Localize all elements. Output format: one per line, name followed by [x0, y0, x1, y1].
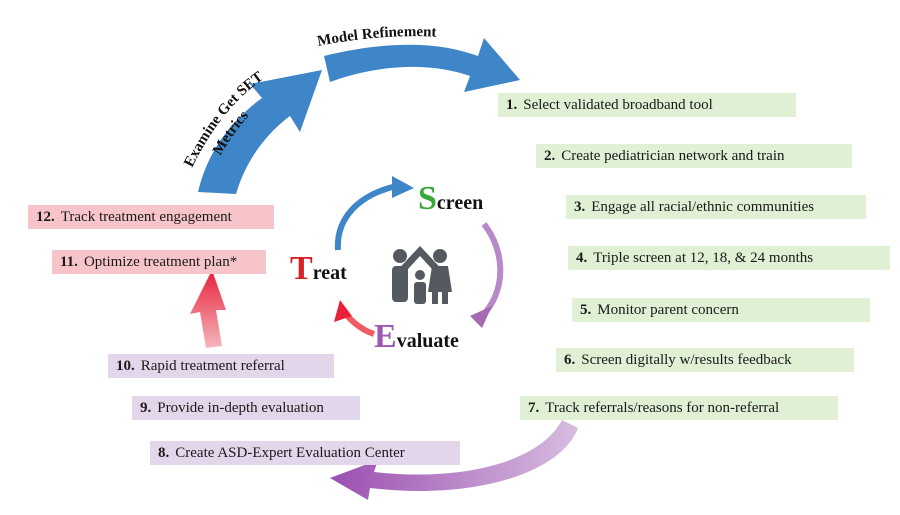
cycle-arrow-head-blue	[392, 176, 414, 198]
evaluate-letter: E	[374, 318, 397, 355]
refinement-arrow-top	[324, 38, 520, 92]
treat-word: Treat	[290, 250, 347, 288]
refinement-arrow-left	[198, 70, 322, 194]
step-2: 2.Create pediatrician network and train	[536, 144, 852, 168]
step-8: 8.Create ASD-Expert Evaluation Center	[150, 441, 460, 465]
evaluate-rest: valuate	[396, 330, 459, 352]
step-4: 4.Triple screen at 12, 18, & 24 months	[568, 246, 890, 270]
screen-rest: creen	[436, 192, 484, 214]
treat-rest: reat	[312, 262, 347, 284]
step-5: 5.Monitor parent concern	[572, 298, 870, 322]
step-10: 10.Rapid treatment referral	[108, 354, 334, 378]
step-12: 12.Track treatment engagement	[28, 205, 274, 229]
evaluate-word: Evaluate	[374, 318, 459, 356]
screen-letter: S	[418, 180, 437, 217]
cycle-arrow-head-purple	[470, 306, 492, 328]
cycle-arrow-treat-to-screen	[334, 183, 397, 251]
treat-letter: T	[290, 250, 313, 287]
step-7: 7.Track referrals/reasons for non-referr…	[520, 396, 838, 420]
treatment-red-arrow	[190, 270, 226, 348]
bottom-purple-arrow	[330, 420, 578, 500]
cycle-arrow-head-red	[334, 300, 352, 322]
cycle-arrow-screen-to-evaluate	[479, 222, 504, 319]
screen-word: Screen	[418, 180, 483, 218]
step-6: 6.Screen digitally w/results feedback	[556, 348, 854, 372]
step-11: 11.Optimize treatment plan*	[52, 250, 266, 274]
family-icon	[392, 246, 452, 304]
step-9: 9.Provide in-depth evaluation	[132, 396, 360, 420]
step-1: 1.Select validated broadband tool	[498, 93, 796, 117]
step-3: 3.Engage all racial/ethnic communities	[566, 195, 866, 219]
